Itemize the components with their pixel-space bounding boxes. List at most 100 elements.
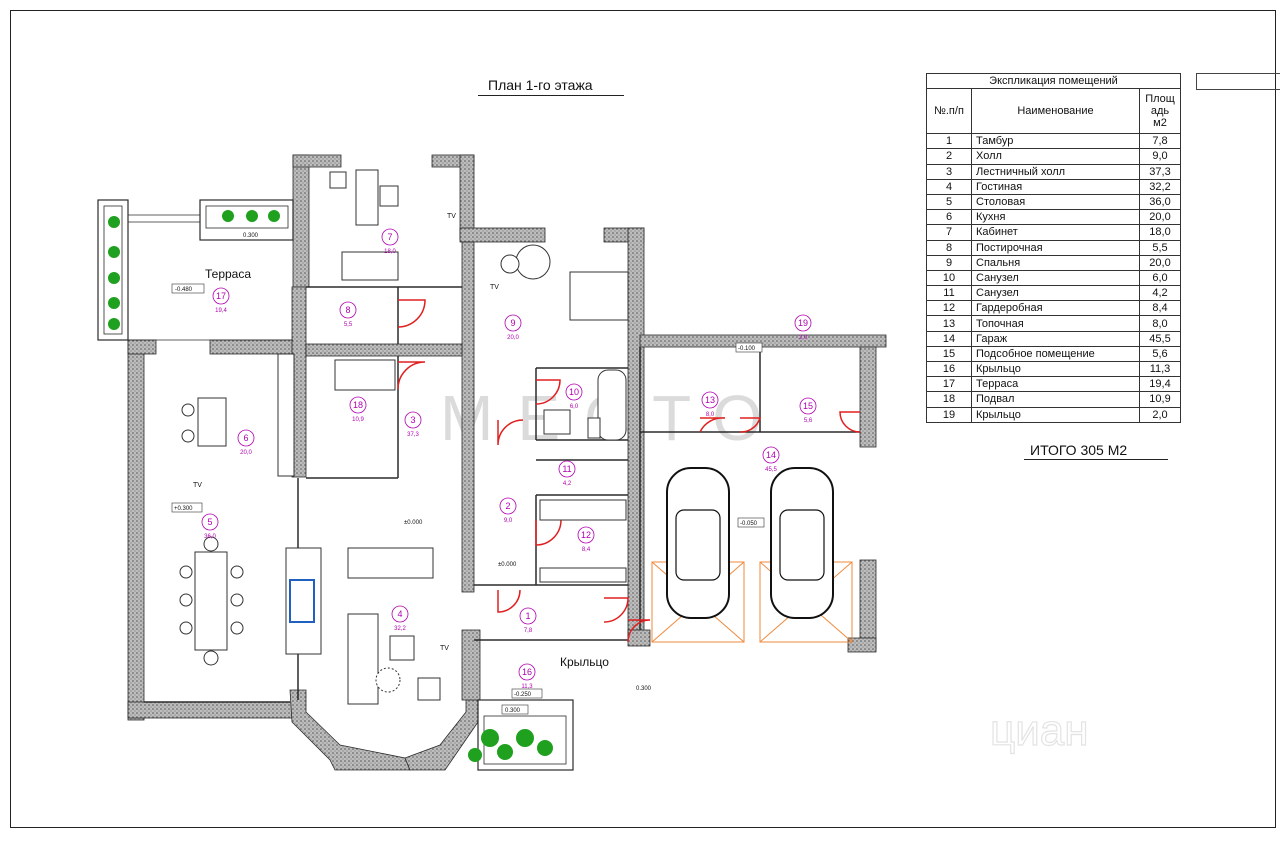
room-tag-area: 20,0	[507, 335, 519, 341]
cell-area: 37,3	[1139, 163, 1181, 180]
room-tag-number: 19	[798, 318, 808, 328]
room-tag-area: 20,0	[240, 450, 252, 456]
room-tag-area: 7,8	[524, 628, 533, 634]
plant-icons	[108, 210, 280, 330]
table-caption: Экспликация помещений	[926, 72, 1181, 90]
room-tag-area: 6,0	[570, 404, 579, 410]
cell-area: 9,0	[1139, 148, 1181, 165]
level-terrace: -0.480	[175, 287, 193, 293]
cell-name: Подсобное помещение	[971, 345, 1140, 363]
porch-label: Крыльцо	[560, 655, 609, 669]
level-hall: ±0.000	[498, 562, 517, 568]
level-living: ±0.000	[404, 520, 423, 526]
level-dining: +0.300	[174, 506, 193, 512]
room-tag-circle	[349, 396, 367, 414]
total-underline	[1024, 459, 1168, 460]
room-tag-number: 14	[766, 450, 776, 460]
terrace-label: Терраса	[205, 267, 251, 281]
room-tag-circle	[504, 314, 522, 332]
room-tag-number: 11	[562, 464, 571, 474]
level-garage-top: -0.100	[738, 346, 756, 352]
tv-label-kitchen: TV	[193, 482, 202, 489]
garage-cars	[666, 467, 834, 619]
room-tag-circle	[762, 446, 780, 464]
room-tag-area: 5,6	[804, 418, 813, 424]
room-tag-number: 6	[243, 433, 248, 443]
room-tag-number: 16	[522, 667, 532, 677]
room-tag-area: 2,0	[799, 335, 808, 341]
room-tag-number: 9	[510, 318, 515, 328]
cell-num: 12	[926, 300, 972, 317]
room-tag-circle	[212, 287, 230, 305]
tv-label-living: TV	[440, 645, 449, 652]
cell-name: Санузел	[971, 269, 1140, 287]
room-tag-area: 9,0	[504, 518, 513, 524]
cell-area: 11,3	[1139, 360, 1181, 378]
room-tag-number: 15	[803, 401, 813, 411]
room-tag-area: 32,2	[394, 626, 406, 632]
header-name: Наименование	[971, 88, 1140, 135]
total-area: ИТОГО 305 М2	[1030, 442, 1128, 458]
room-tag-circle	[237, 429, 255, 447]
room-tag-number: 17	[216, 291, 226, 301]
room-tag-number: 1	[525, 611, 530, 621]
room-tag-number: 5	[207, 517, 212, 527]
level-side: 0.300	[636, 686, 652, 692]
room-tag-circle	[794, 314, 812, 332]
room-tag-circle	[381, 228, 399, 246]
plan-title-underline	[478, 95, 624, 96]
cell-area: 5,5	[1139, 239, 1181, 256]
room-tag-area: 36,0	[204, 534, 216, 540]
level-porch: -0.250	[514, 692, 532, 698]
room-tag-area: 10,9	[352, 417, 364, 423]
tv-label-bedroom: TV	[490, 284, 499, 291]
cell-name: Крыльцо	[971, 406, 1140, 423]
room-tag-area: 19,4	[215, 308, 227, 314]
room-tag-area: 4,2	[563, 481, 572, 487]
room-tag-area: 45,5	[765, 467, 777, 473]
header-num: №.п/п	[926, 88, 972, 135]
room-tag-circle	[339, 301, 357, 319]
tv-label-study: TV	[447, 213, 456, 220]
room-tag-area: 8,0	[706, 412, 715, 418]
porch-planter	[468, 699, 574, 771]
room-tag-circle	[404, 411, 422, 429]
drawing-sheet-frame	[10, 10, 1276, 828]
plan-title: План 1-го этажа	[488, 77, 593, 93]
room-tag-number: 12	[581, 530, 591, 540]
room-tag-area: 37,3	[407, 432, 419, 438]
room-tag-number: 2	[505, 501, 510, 511]
cell-num: 19	[926, 406, 972, 423]
room-tag-number: 3	[410, 415, 415, 425]
room-tag-number: 8	[345, 305, 350, 315]
furniture	[179, 169, 629, 705]
cell-area: 2,0	[1139, 406, 1181, 423]
room-tag-number: 13	[705, 395, 715, 405]
level-marks: -0.480 0.300 +0.300 ±0.000 ±0.000 -0.250…	[171, 233, 765, 715]
room-tag-circle	[558, 460, 576, 478]
watermark-cian: циан	[990, 706, 1089, 755]
cell-area: 20,0	[1139, 209, 1181, 226]
level-terrace-pot: 0.300	[243, 233, 259, 239]
room-tag-circle	[518, 663, 536, 681]
room-tag-circle	[391, 605, 409, 623]
room-tag-area: 5,5	[344, 322, 353, 328]
door-swings	[397, 299, 861, 643]
rooms-schedule-table: Экспликация помещений №.п/п Наименование…	[926, 72, 1181, 423]
room-tag-circle	[565, 383, 583, 401]
level-garage: -0.050	[740, 521, 758, 527]
room-tag-circle	[499, 497, 517, 515]
cell-area: 8,4	[1139, 300, 1181, 317]
level-porch-pot: 0.300	[505, 708, 521, 714]
room-tag-area: 8,4	[582, 547, 591, 553]
terrace-outline	[128, 214, 293, 341]
